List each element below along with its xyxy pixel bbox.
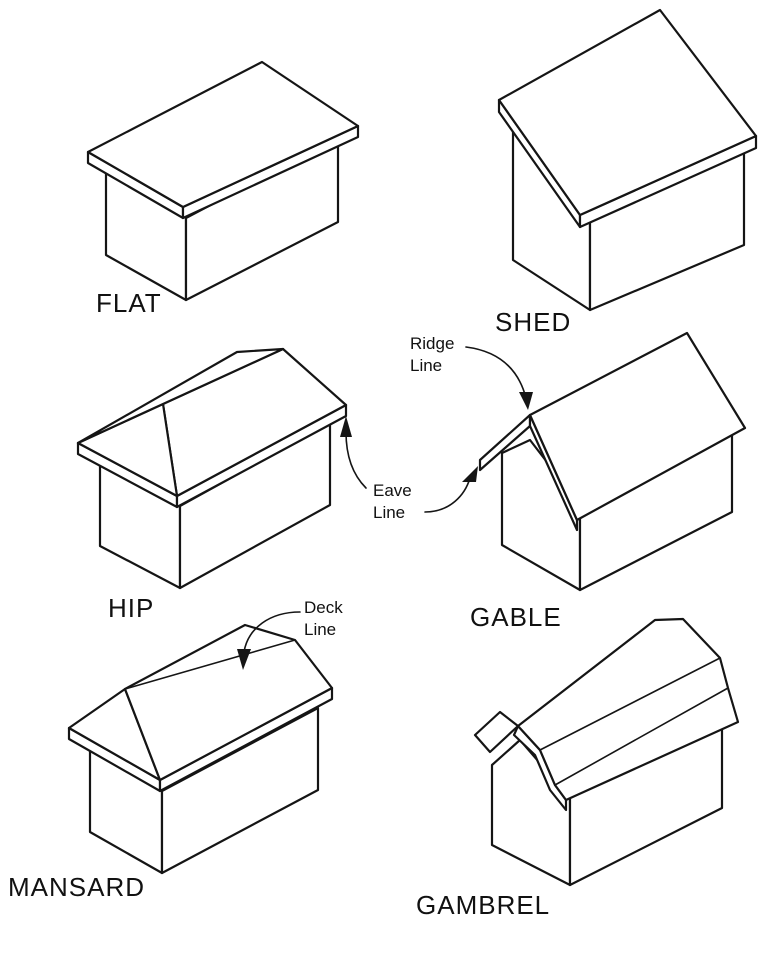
gable-roof-house — [478, 331, 747, 592]
ridge-line-callout-word2: Line — [410, 356, 442, 375]
eave-line-arrowhead-left — [340, 416, 352, 437]
flat-roof-house — [86, 60, 360, 302]
eave-line-leader-right — [424, 477, 471, 513]
mansard-label: MANSARD — [8, 872, 145, 902]
hip-label: HIP — [108, 593, 154, 623]
ridge-line-leader — [465, 346, 527, 399]
eave-line-callout-word2: Line — [373, 503, 405, 522]
eave-line-callout-word1: Eave — [373, 481, 412, 500]
deck-line-leader — [243, 611, 301, 653]
deck-line-callout-word1: Deck — [304, 598, 343, 617]
shed-label: SHED — [495, 307, 571, 337]
gable-label: GABLE — [470, 602, 562, 632]
hip-roof-house — [76, 347, 348, 590]
ridge-line-callout-word1: Ridge — [410, 334, 454, 353]
eave-line-leader-left — [345, 431, 367, 489]
eave-line-arrowhead-right — [462, 466, 478, 482]
mansard-roof-house — [67, 623, 334, 875]
deck-line-callout-word2: Line — [304, 620, 336, 639]
gambrel-roof-house — [473, 617, 740, 887]
shed-roof-house — [497, 8, 758, 312]
flat-label: FLAT — [96, 288, 162, 318]
ridge-line-arrowhead — [519, 392, 533, 410]
deck-line-arrowhead — [237, 649, 251, 670]
gambrel-label: GAMBREL — [416, 890, 550, 920]
